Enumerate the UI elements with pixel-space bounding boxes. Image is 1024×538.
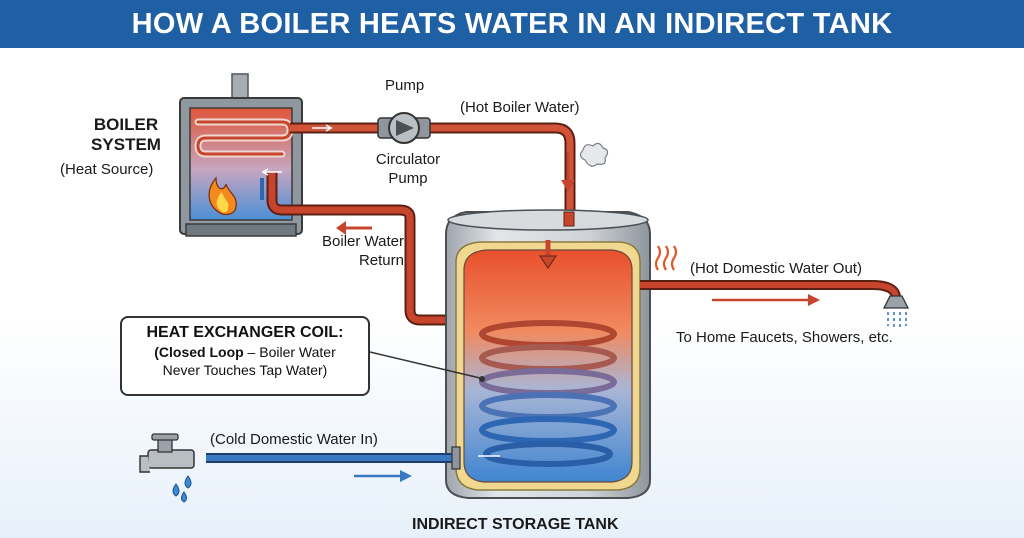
- callout-boiler-water: – Boiler Water: [243, 344, 336, 360]
- pump-icon: [377, 112, 431, 144]
- hot-boiler-water-label: (Hot Boiler Water): [460, 99, 580, 116]
- callout-leader-line: [369, 351, 481, 379]
- callout-line-3: Never Touches Tap Water): [162, 362, 328, 378]
- title-banner: HOW A BOILER HEATS WATER IN AN INDIRECT …: [0, 0, 1024, 48]
- heat-exchanger-coil: [479, 320, 617, 467]
- flow-arrow-icon: [312, 124, 333, 132]
- hot-flow-down-arrow-icon: [561, 152, 575, 192]
- boiler-flue: [231, 73, 249, 101]
- heat-source-label: (Heat Source): [60, 161, 154, 178]
- hot-domestic-water-out-label: (Hot Domestic Water Out): [690, 260, 862, 277]
- boiler-base: [185, 223, 297, 237]
- shower-head-icon: [882, 295, 910, 328]
- callout-heading: HEAT EXCHANGER COIL:: [146, 324, 344, 341]
- return-direction-arrow-icon: [336, 221, 372, 235]
- to-home-faucets-label: To Home Faucets, Showers, etc.: [676, 329, 893, 346]
- circulator-pump-label: Circulator Pump: [375, 151, 441, 187]
- inlet-down-arrow-icon: [539, 240, 557, 269]
- heat-exchanger-callout: HEAT EXCHANGER COIL: (Closed Loop – Boil…: [120, 316, 370, 396]
- boiler-water-return-label: Boiler Water Return: [322, 233, 404, 269]
- pump-label: Pump: [385, 77, 425, 94]
- callout-closed-loop: (Closed Loop: [154, 344, 244, 360]
- indirect-storage-tank: [445, 209, 651, 499]
- water-drops-icon: [172, 475, 192, 503]
- cold-domestic-water-in-label: (Cold Domestic Water In): [210, 431, 378, 448]
- boiler-system-label: BOILER SYSTEM: [91, 115, 161, 154]
- faucet-icon: [139, 433, 195, 473]
- callout-line-2: (Closed Loop – Boiler Water: [130, 343, 360, 361]
- heat-waves-icon: [654, 245, 678, 271]
- steam-icon: [579, 142, 609, 167]
- flow-arrow-icon: [261, 168, 282, 176]
- tank-lid: [447, 209, 649, 231]
- indirect-storage-tank-label: INDIRECT STORAGE TANK: [412, 516, 619, 533]
- page-title: HOW A BOILER HEATS WATER IN AN INDIRECT …: [131, 7, 893, 40]
